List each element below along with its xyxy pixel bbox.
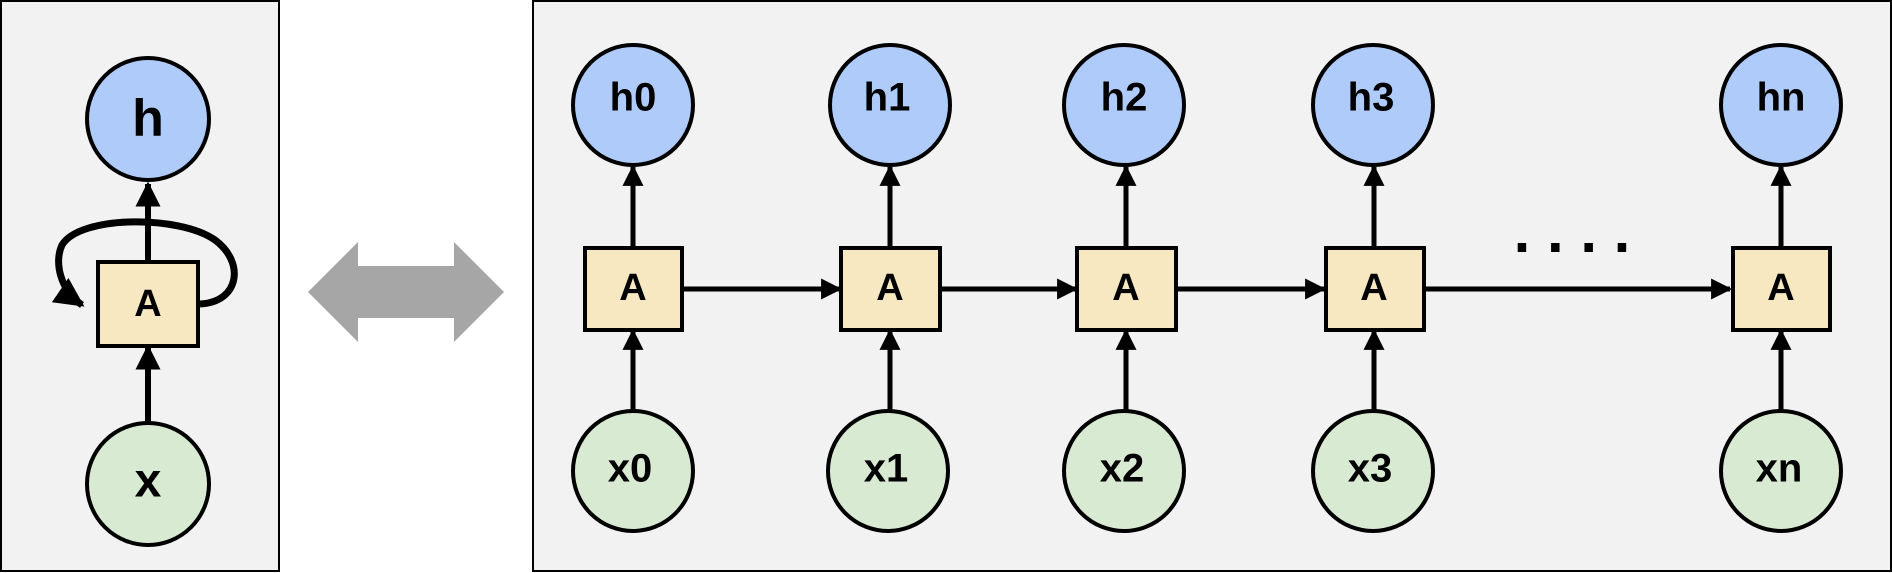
unrolled-panel-background: [532, 0, 1892, 572]
folded-hidden-node: [85, 56, 211, 182]
step-1-input-node: [826, 409, 950, 533]
step-n-hidden-node: [1719, 43, 1843, 167]
step-2-input-label: x2: [1100, 447, 1145, 491]
step-1-cell-box: [839, 246, 942, 332]
folded-hidden-label: h: [132, 90, 164, 148]
step-0-input-label: x0: [608, 447, 653, 491]
step-3-input-label: x3: [1348, 447, 1393, 491]
ellipsis: . . . .: [1514, 198, 1631, 265]
time-step-1: h1 A x1: [826, 43, 952, 533]
step-2-hidden-node: [1062, 43, 1186, 167]
time-step-0: h0 A x0: [571, 43, 695, 533]
step-n-input-label: xn: [1756, 447, 1803, 491]
time-step-n: hn A xn: [1719, 43, 1843, 533]
unrolled-rnn-panel: . . . . h0 A x0 h1 A x1: [532, 0, 1892, 572]
step-1-cell-label: A: [876, 267, 903, 309]
step-0-hidden-label: h0: [610, 76, 657, 120]
step-n-hidden-label: hn: [1757, 76, 1806, 120]
time-step-3: h3 A x3: [1311, 43, 1435, 533]
folded-input-label: x: [135, 455, 162, 508]
equivalence-double-arrow: [308, 242, 504, 342]
step-n-cell-box: [1731, 246, 1832, 332]
step-3-input-node: [1311, 409, 1435, 533]
step-0-cell-label: A: [619, 267, 646, 309]
time-step-2: h2 A x2: [1062, 43, 1186, 533]
step-0-hidden-node: [571, 43, 695, 167]
step-1-input-label: x1: [864, 447, 909, 491]
step-3-hidden-node: [1311, 43, 1435, 167]
step-0-input-node: [571, 409, 695, 533]
step-1-hidden-node: [828, 43, 952, 167]
step-3-cell-label: A: [1360, 267, 1387, 309]
step-2-input-node: [1062, 409, 1186, 533]
step-n-cell-label: A: [1767, 267, 1794, 309]
step-3-cell-box: [1324, 246, 1426, 332]
step-2-cell-box: [1075, 246, 1178, 332]
folded-cell-label: A: [134, 283, 161, 325]
folded-input-node: [85, 421, 211, 547]
step-3-hidden-label: h3: [1348, 76, 1395, 120]
step-2-hidden-label: h2: [1101, 76, 1148, 120]
step-n-input-node: [1719, 409, 1843, 533]
folded-rnn-panel: h A x: [0, 0, 280, 572]
step-1-hidden-label: h1: [864, 76, 911, 120]
step-2-cell-label: A: [1112, 267, 1139, 309]
step-0-cell-box: [583, 246, 684, 332]
folded-cell-box: [96, 260, 200, 348]
